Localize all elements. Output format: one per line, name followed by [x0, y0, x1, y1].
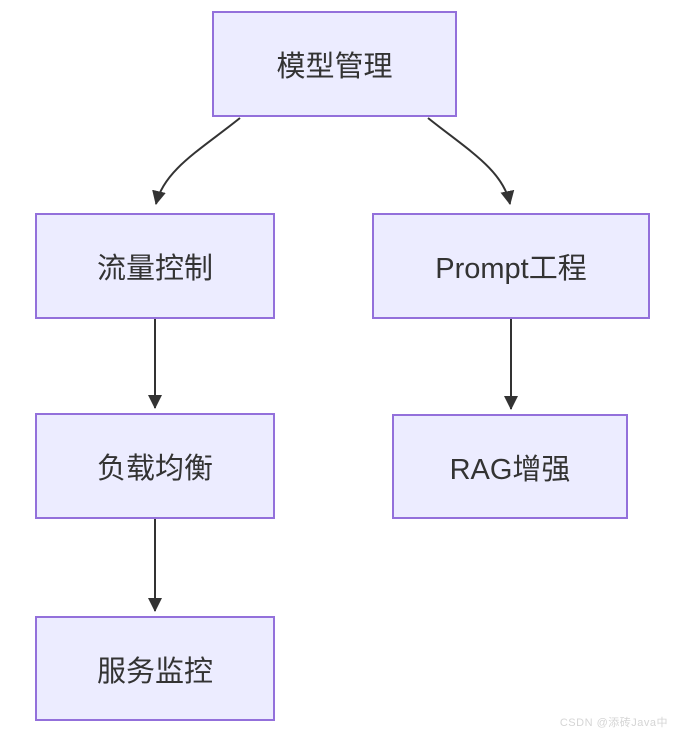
- node-rag-enhancement: RAG增强: [392, 414, 628, 519]
- node-service-monitoring: 服务监控: [35, 616, 275, 721]
- node-prompt-engineering: Prompt工程: [372, 213, 650, 319]
- node-service-monitoring-label: 服务监控: [96, 655, 213, 688]
- node-rag-enhancement-label: RAG增强: [449, 453, 571, 486]
- watermark: CSDN @添砖Java中: [559, 717, 668, 729]
- node-traffic-control-label: 流量控制: [96, 253, 213, 285]
- edge-model-to-traffic: [152, 117, 241, 205]
- edge-model-to-prompt: [427, 117, 515, 205]
- node-traffic-control: 流量控制: [35, 213, 275, 319]
- node-load-balancing-label: 负载均衡: [96, 453, 213, 485]
- node-prompt-engineering-label: Prompt工程: [435, 253, 587, 285]
- node-load-balancing: 负载均衡: [35, 413, 275, 519]
- node-model-management-label: 模型管理: [276, 51, 393, 83]
- node-model-management: 模型管理: [212, 11, 457, 117]
